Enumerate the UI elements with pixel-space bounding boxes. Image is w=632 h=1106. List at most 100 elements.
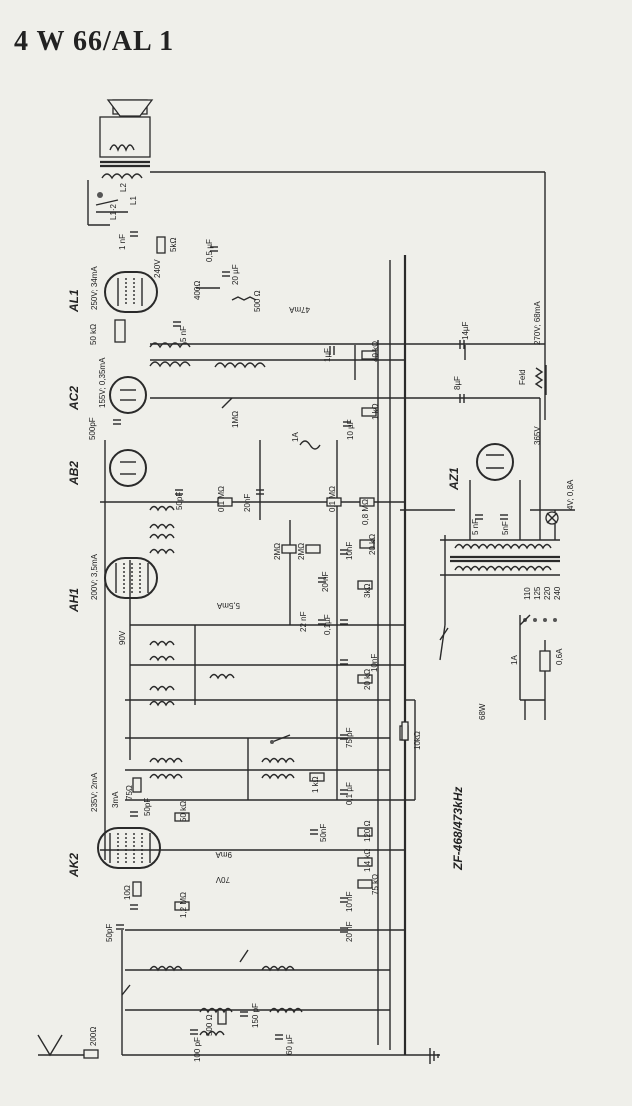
val-r-5k: 5kΩ [169, 238, 178, 252]
val-c-50pf-b: 50pF [105, 924, 114, 942]
coil-l1: L1 [129, 196, 138, 205]
val-r-500b: 500 Ω [205, 1014, 214, 1036]
switch-1a: 1A [291, 432, 300, 442]
al1-op: 250V; 34mA [90, 266, 99, 310]
val-r-500: 500 Ω [253, 290, 262, 312]
bus-lines [100, 171, 575, 1056]
val-c-10uf: 10 µF [346, 419, 355, 440]
ac2-op: 155V; 0,35mA [98, 357, 107, 408]
tube-ah1 [104, 557, 158, 599]
power-label: 68W [478, 703, 487, 720]
val-c-5nf-b: 5 nF [471, 519, 480, 535]
val-r-50k: 50 kΩ [89, 324, 98, 345]
tube-az1 [476, 443, 514, 481]
component-values: 1 nF 5kΩ 0,5 µF 20 µF 400Ω 500 Ω 50 kΩ 5… [88, 234, 510, 1062]
val-c-8uf: 8µF [453, 376, 462, 390]
v240: 240V [153, 259, 162, 278]
val-r-2m-b: 2MΩ [297, 543, 306, 560]
val-r-100: 10Ω [123, 885, 132, 900]
val-c-20nf-c: 20 nF [345, 921, 354, 942]
val-r-01m: 0,1 MΩ [217, 486, 226, 512]
val-c-01uf: 0,1µF [323, 614, 332, 635]
v365: 365V [533, 426, 542, 445]
val-c-22nf: 22 nF [299, 611, 308, 632]
val-r-20k: 20 kΩ [368, 534, 377, 555]
ah1-op: 200V; 3,5mA [90, 553, 99, 600]
val-c-50pf: 50pF [143, 798, 152, 816]
val-c-10nf-c: 10 nF [345, 891, 354, 912]
val-r-3k: 3kΩ [363, 584, 372, 598]
val-r-10k: 10kΩ [413, 731, 422, 750]
v270: 270V; 68mA [533, 301, 542, 345]
tube-label-ak2: AK2 [67, 853, 81, 878]
mains-240: 240 [553, 586, 562, 600]
val-c-14: 14µF [461, 321, 470, 340]
pilot-label: 4V; 0,8A [566, 479, 575, 510]
val-c-1nf: 1 nF [118, 234, 127, 250]
resistors [83, 236, 551, 1059]
feld-label: Feld [518, 369, 527, 385]
val-c-150: 150 pF [251, 1003, 260, 1028]
tube-label-ac2: AC2 [67, 386, 81, 411]
val-r-75: 75Ω [125, 785, 134, 800]
current-9ma: 9mA [215, 850, 232, 859]
mains-125: 125 [533, 586, 542, 600]
val-r-120: 120 Ω [363, 820, 372, 842]
voltage-70v: 70V [215, 875, 230, 884]
capacitors [113, 231, 508, 1040]
current-55ma: 5,5mA [216, 601, 240, 610]
val-r-1k: 1 kΩ [371, 403, 380, 420]
val-c-01uf-b: 0,1 µF [345, 782, 354, 805]
val-c-5nf: 5 nF [179, 326, 188, 342]
tube-al1 [104, 271, 158, 313]
val-c-10nf: 10nF [345, 542, 354, 560]
val-c-500p: 500pF [88, 417, 97, 440]
val-r-12m: 1,2 MΩ [179, 892, 188, 918]
val-c-05: 0,5 µF [205, 239, 214, 262]
tube-label-al1: AL1 [67, 289, 81, 313]
val-c-60: 60 µF [285, 1034, 294, 1055]
val-r-08m: 0,8 MΩ [361, 499, 370, 525]
val-c-50nf: 50nF [319, 824, 328, 842]
val-r-75k: 75 kΩ [371, 874, 380, 895]
val-c-10nf-b: 10nF [370, 654, 379, 672]
val-c-75pf: 75 pF [345, 727, 354, 748]
current-3ma: 3mA [111, 791, 120, 808]
speaker [87, 99, 154, 226]
tube-label-ab2: AB2 [67, 461, 81, 486]
val-r-40k: 40 kΩ [371, 341, 380, 362]
val-c-100p: 100 pF [193, 1037, 202, 1062]
val-r-1m: 1MΩ [231, 411, 240, 428]
tube-ak2 [97, 827, 161, 869]
val-c-20nf: 20nF [243, 494, 252, 512]
val-c-20nf-b: 20 nF [321, 571, 330, 592]
val-r-50k-b: 50 kΩ [179, 801, 188, 822]
coils [149, 342, 560, 1037]
misc-symbols [37, 287, 559, 1064]
fuse-1a: 1A [510, 655, 519, 665]
page-title: 4 W 66/AL 1 [14, 26, 175, 57]
val-r-2m: 2MΩ [273, 543, 282, 560]
mains-110: 110 [523, 587, 532, 600]
ak2-op: 235V; 2mA [90, 772, 99, 812]
val-c-5nf-c: 5nF [501, 521, 510, 535]
tube-labels: AL1 AC2 AB2 AH1 AK2 AZ1 [67, 289, 461, 878]
val-r-200: 200Ω [89, 1027, 98, 1046]
val-c-1uf: 1µF [323, 348, 332, 362]
coil-l12: L1·2 [109, 203, 118, 220]
val-r-400: 400Ω [193, 281, 202, 300]
val-r-14k: 1,4 kΩ [363, 849, 372, 872]
tube-label-ah1: AH1 [67, 588, 81, 613]
coil-l2: L2 [119, 183, 128, 192]
fuse-06a: 0,6A [555, 648, 564, 665]
tube-ab2 [109, 449, 147, 487]
val-r-01m-b: 0,1 MΩ [328, 486, 337, 512]
operating-labels: 250V; 34mA 155V; 0,35mA 200V; 3,5mA 235V… [90, 183, 575, 884]
val-r-20k-b: 20 kΩ [363, 669, 372, 690]
val-r-1k-b: 1 kΩ [311, 776, 320, 793]
tube-ac2 [109, 376, 147, 414]
tube-label-az1: AZ1 [447, 467, 461, 491]
ah1-grid: 90V [118, 630, 127, 645]
